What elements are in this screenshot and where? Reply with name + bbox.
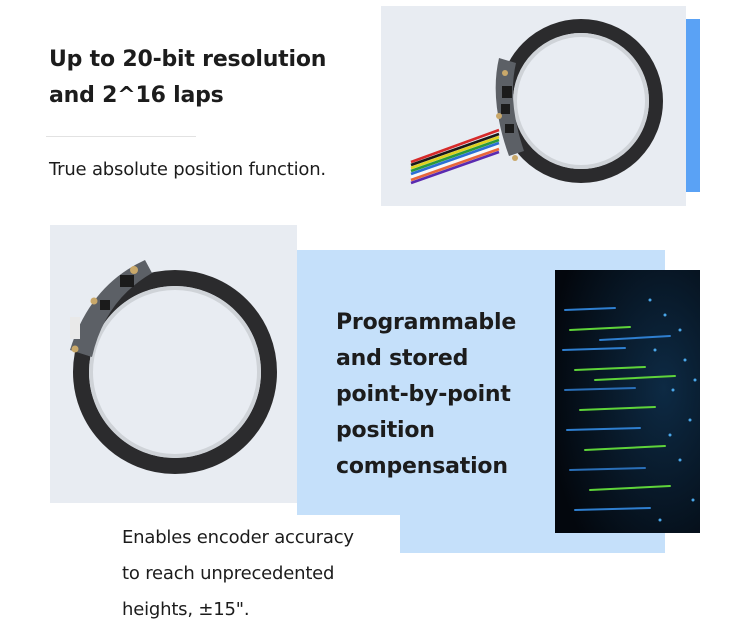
encoder-ring-with-cable-icon [410,19,663,185]
description-line: Enables encoder accuracy [122,527,354,548]
feature-heading-compensation: Programmable and stored point-by-point p… [336,305,536,485]
description-card [100,515,400,632]
description-line: heights, ±15". [122,599,250,620]
description-line: to reach unprecedented [122,563,335,584]
particle-sphere-icon [555,270,700,533]
heading-line: and stored [336,346,469,371]
feature-description-absolute: True absolute position function. [49,159,326,180]
feature-heading-resolution: Up to 20-bit resolution and 2^16 laps [49,42,369,114]
encoder-ring-icon [70,260,277,474]
divider [46,136,196,137]
encoder-product-image [381,6,686,206]
heading-line: and 2^16 laps [49,83,224,108]
heading-line: compensation [336,454,508,479]
heading-line: Up to 20-bit resolution [49,47,327,72]
abstract-particle-image [555,270,700,533]
feature-description-accuracy: Enables encoder accuracy to reach unprec… [122,520,402,628]
accent-bar [686,19,700,192]
heading-line: position [336,418,435,443]
heading-line: point-by-point [336,382,511,407]
heading-line: Programmable [336,310,517,335]
encoder-ring-product-image [50,225,297,503]
